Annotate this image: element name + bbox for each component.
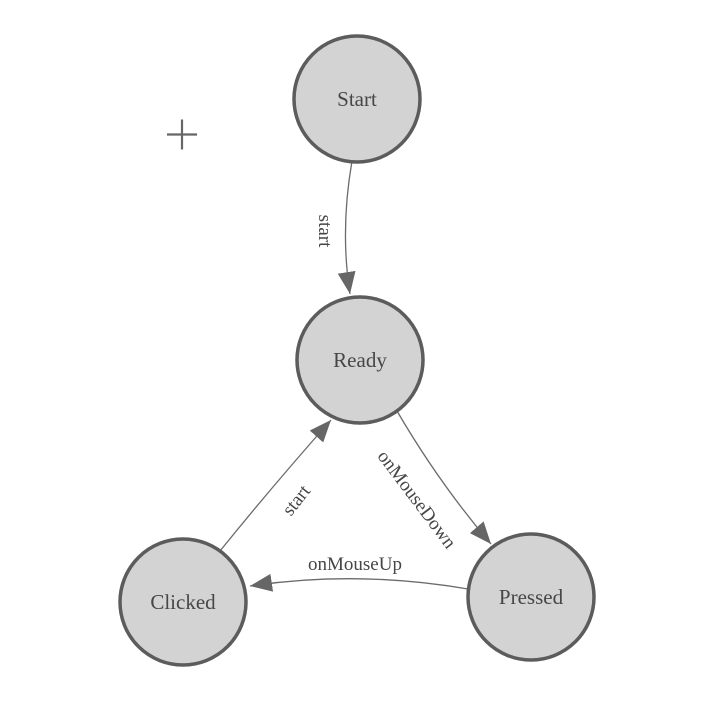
state-label-clicked: Clicked <box>150 590 216 614</box>
state-node-clicked[interactable]: Clicked <box>118 537 248 667</box>
transition-label-clicked-to-ready: start <box>278 481 315 520</box>
transition-line-ready-to-pressed[interactable] <box>396 410 492 545</box>
transition-line-clicked-to-ready[interactable] <box>219 419 332 552</box>
state-node-start[interactable]: Start <box>292 34 422 164</box>
transition-ready-to-pressed[interactable]: onMouseDown <box>373 410 492 554</box>
transition-line-start-to-ready[interactable] <box>337 160 356 295</box>
transition-start-to-ready[interactable]: start <box>314 160 356 295</box>
state-circle-clicked[interactable] <box>118 537 248 667</box>
transition-pressed-to-clicked[interactable]: onMouseUp <box>249 554 469 592</box>
transition-line-pressed-to-clicked[interactable] <box>249 573 469 592</box>
state-node-pressed[interactable]: Pressed <box>466 532 596 662</box>
transition-label-ready-to-pressed: onMouseDown <box>373 447 461 554</box>
state-circle-start[interactable] <box>292 34 422 164</box>
cursor-layer <box>167 119 197 150</box>
transition-label-pressed-to-clicked: onMouseUp <box>308 554 402 575</box>
transition-clicked-to-ready[interactable]: start <box>219 419 332 552</box>
state-label-pressed: Pressed <box>499 585 564 609</box>
state-label-start: Start <box>337 87 377 111</box>
state-circle-ready[interactable] <box>295 295 425 425</box>
transition-label-start-to-ready: start <box>314 215 335 248</box>
state-circle-pressed[interactable] <box>466 532 596 662</box>
state-label-ready: Ready <box>333 348 387 372</box>
state-node-ready[interactable]: Ready <box>295 295 425 425</box>
